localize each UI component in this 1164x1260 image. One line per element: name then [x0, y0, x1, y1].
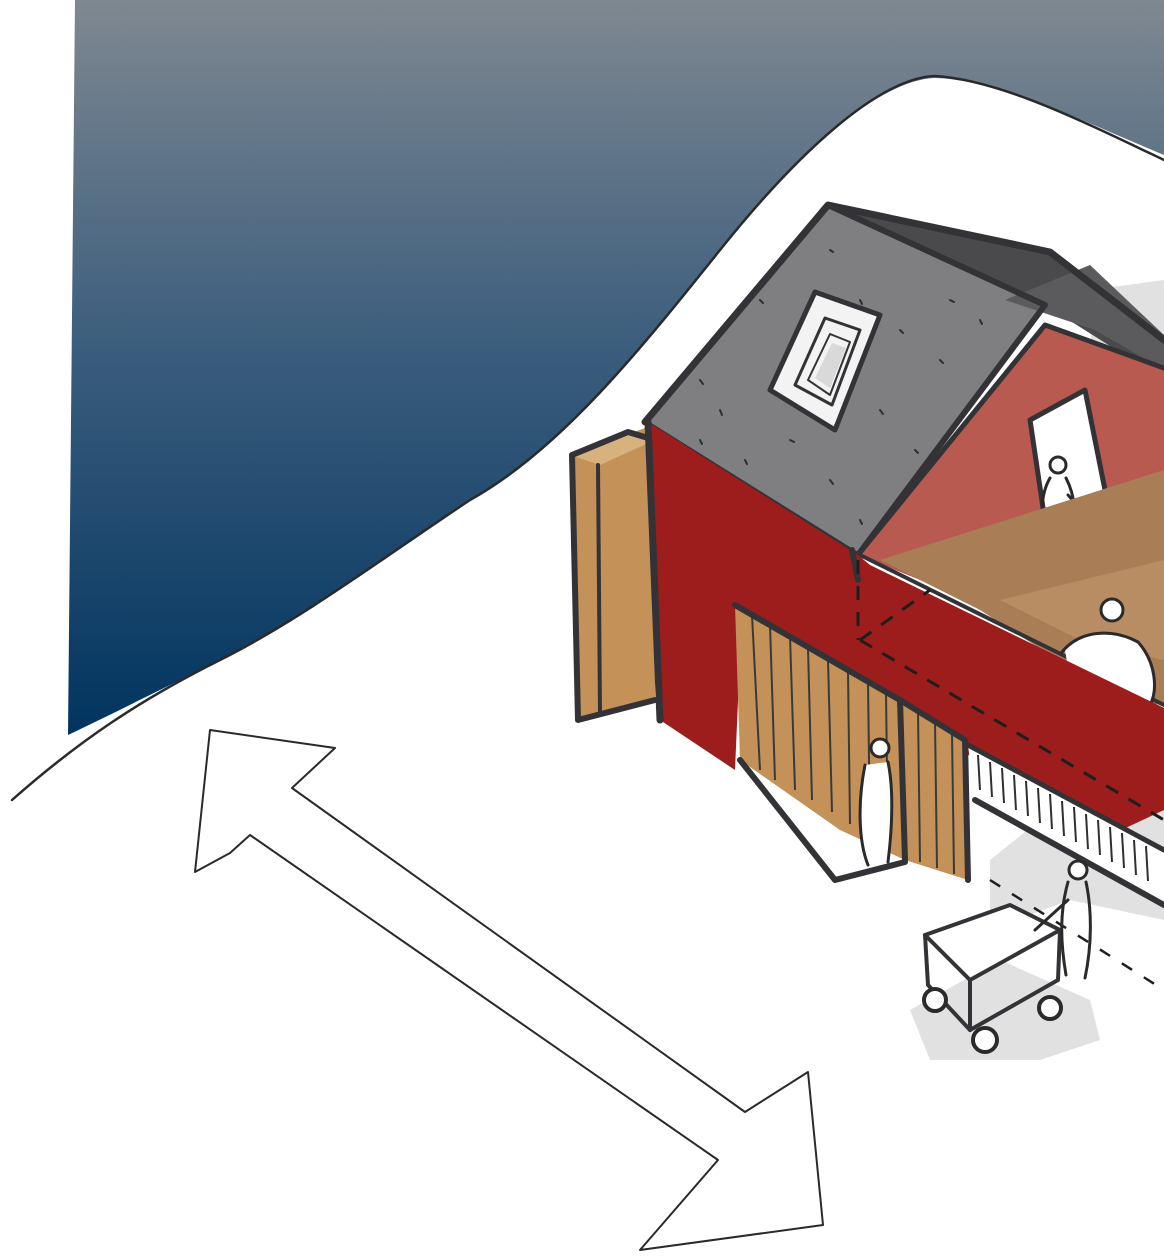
double-arrow-icon — [195, 730, 823, 1250]
lean-to — [570, 425, 655, 720]
